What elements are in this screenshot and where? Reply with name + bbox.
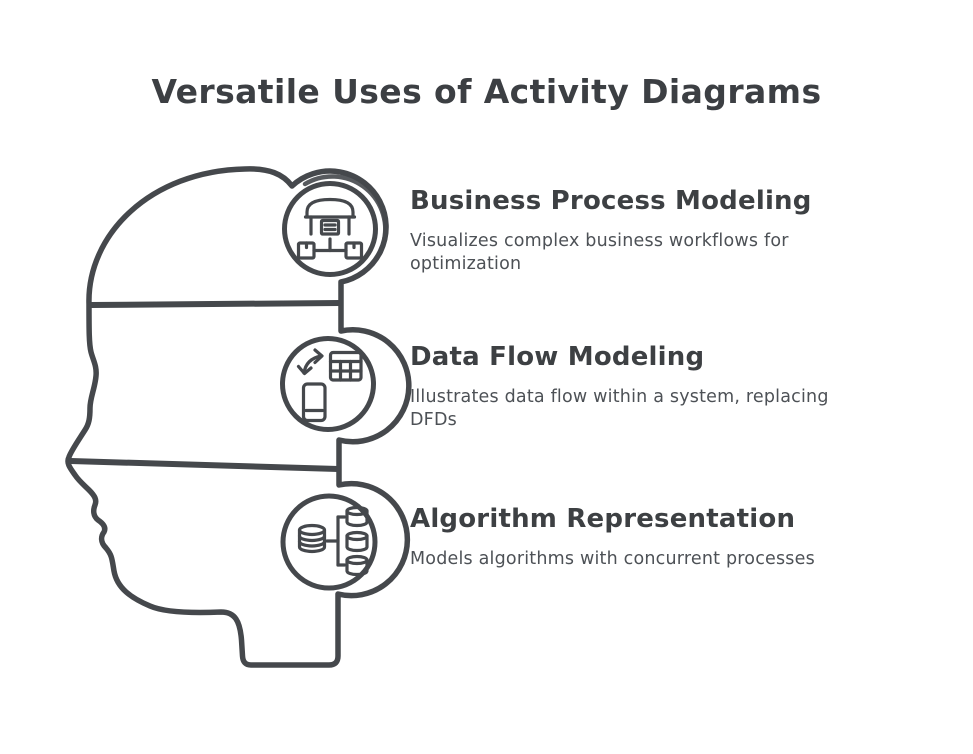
- section-heading: Algorithm Representation: [410, 504, 796, 534]
- section-heading: Business Process Modeling: [410, 186, 812, 216]
- section-description: Visualizes complex business workflows fo…: [410, 231, 789, 274]
- sketch-overlap-arc: [302, 174, 388, 244]
- badge-circle-2: [280, 336, 376, 432]
- database-distribution-icon: [297, 505, 369, 577]
- badge-circle-1: [282, 181, 378, 277]
- device-data-sync-icon: [296, 348, 363, 423]
- section-algorithm-representation: Algorithm Representation Models algorith…: [410, 504, 855, 571]
- section-description: Illustrates data flow within a system, r…: [410, 387, 829, 430]
- divider-line-top: [88, 300, 343, 308]
- warehouse-distribution-icon: [296, 197, 364, 260]
- badge-circle-3: [280, 493, 378, 591]
- page-title: Versatile Uses of Activity Diagrams: [151, 72, 822, 111]
- section-heading: Data Flow Modeling: [410, 342, 705, 372]
- section-data-flow-modeling: Data Flow Modeling Illustrates data flow…: [410, 342, 855, 432]
- section-description: Models algorithms with concurrent proces…: [410, 549, 815, 569]
- divider-line-bottom: [68, 458, 341, 472]
- section-business-process-modeling: Business Process Modeling Visualizes com…: [410, 186, 855, 276]
